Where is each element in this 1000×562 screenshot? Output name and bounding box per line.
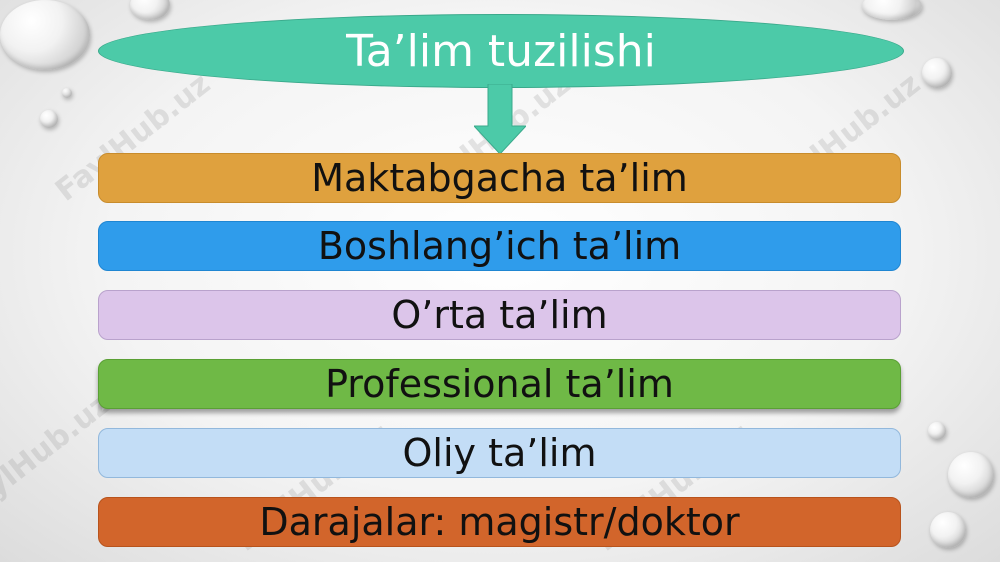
down-arrow-icon bbox=[474, 84, 526, 154]
level-primary: Boshlang’ich ta’lim bbox=[98, 221, 901, 271]
water-drop-decoration bbox=[930, 512, 966, 548]
level-professional: Professional ta’lim bbox=[98, 359, 901, 409]
level-degrees: Darajalar: magistr/doktor bbox=[98, 497, 901, 547]
level-preschool: Maktabgacha ta’lim bbox=[98, 153, 901, 203]
level-higher: Oliy ta’lim bbox=[98, 428, 901, 478]
level-secondary: O’rta ta’lim bbox=[98, 290, 901, 340]
water-drop-decoration bbox=[928, 422, 946, 440]
water-drop-decoration bbox=[40, 110, 58, 128]
water-drop-decoration bbox=[130, 0, 170, 20]
water-drop-decoration bbox=[922, 58, 952, 88]
water-drop-decoration bbox=[0, 0, 90, 70]
water-drop-decoration bbox=[948, 452, 994, 498]
water-drop-decoration bbox=[62, 88, 72, 98]
water-drop-decoration bbox=[862, 0, 922, 20]
diagram-title: Ta’lim tuzilishi bbox=[98, 14, 904, 88]
